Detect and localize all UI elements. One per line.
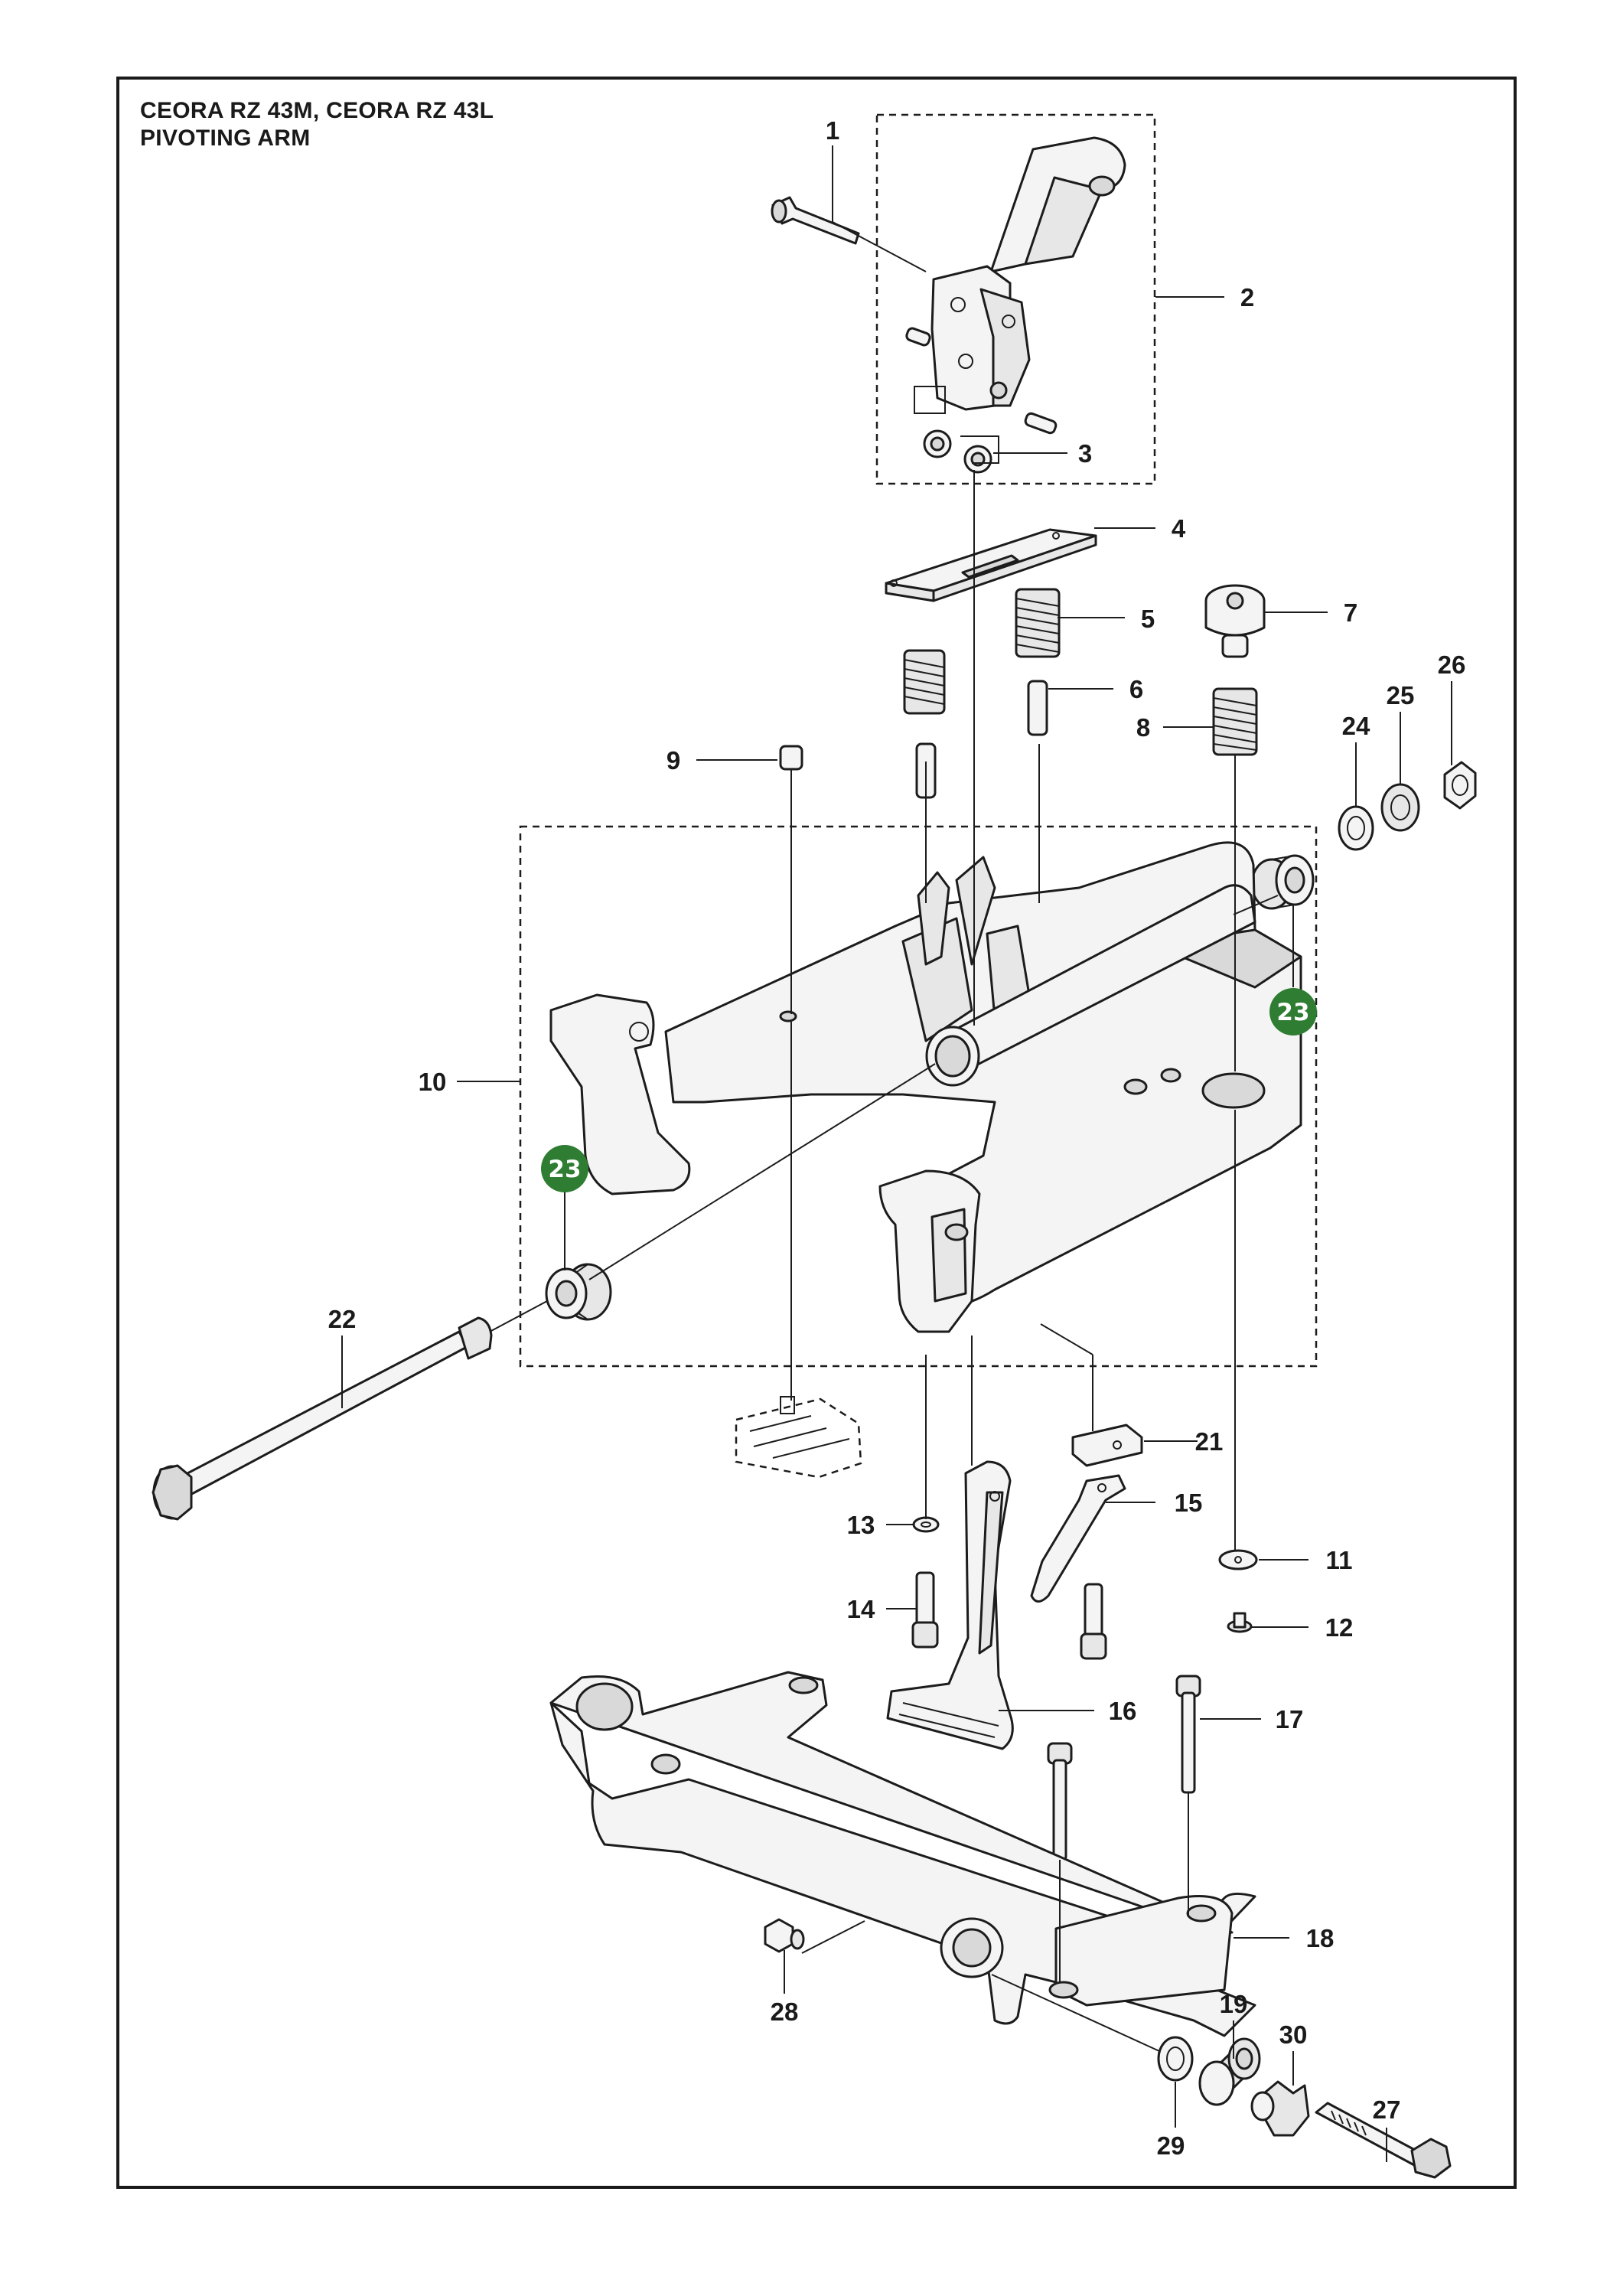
washer-part-11 <box>1218 1549 1258 1570</box>
bushings-part-3 <box>923 429 999 474</box>
bushing-part-23-right <box>1250 854 1315 910</box>
set-screw-part-9 <box>779 745 803 771</box>
callout-10: 10 <box>419 1068 447 1096</box>
diagram-frame <box>116 77 1517 2189</box>
callout-19: 19 <box>1220 1990 1248 2018</box>
bolt-part-17 <box>1175 1675 1201 1794</box>
badge-23-left: 23 <box>541 1145 588 1192</box>
callout-12: 12 <box>1325 1613 1354 1642</box>
callout-9: 9 <box>666 746 680 775</box>
washer-part-24 <box>1338 805 1374 851</box>
diagram-title-models: CEORA RZ 43M, CEORA RZ 43L <box>140 98 494 123</box>
pin-part-6 <box>1027 680 1048 736</box>
callout-5: 5 <box>1141 605 1155 633</box>
screw-part-14 <box>911 1571 939 1649</box>
handle-assembly-group-box <box>875 113 1156 485</box>
screw-part-14-right <box>1080 1583 1107 1660</box>
callout-18: 18 <box>1306 1924 1335 1952</box>
spring-washer-part-25 <box>1380 783 1420 832</box>
badge-23-left-label: 23 <box>548 1156 581 1183</box>
callout-30: 30 <box>1279 2020 1308 2049</box>
callout-7: 7 <box>1344 598 1357 627</box>
callout-8: 8 <box>1136 713 1150 742</box>
callout-2: 2 <box>1240 283 1254 311</box>
callout-21: 21 <box>1195 1427 1224 1456</box>
spring-part-8 <box>1212 687 1258 756</box>
spacer-part-30 <box>1250 2080 1310 2137</box>
callout-6: 6 <box>1129 675 1143 703</box>
callout-labels: 1 2 3 4 5 6 7 8 9 10 11 12 13 14 15 16 1… <box>328 116 1466 2160</box>
callout-26: 26 <box>1438 651 1466 679</box>
spring-part-5 <box>1015 588 1061 658</box>
callout-4: 4 <box>1172 514 1186 543</box>
callout-14: 14 <box>847 1595 875 1623</box>
bushing-part-23-left <box>545 1263 612 1321</box>
badge-23-right: 23 <box>1269 988 1317 1035</box>
callout-13: 13 <box>847 1511 875 1539</box>
callout-25: 25 <box>1387 681 1415 709</box>
lever-part-15 <box>1030 1474 1126 1603</box>
nut-part-26 <box>1443 761 1477 810</box>
callout-24: 24 <box>1342 712 1370 740</box>
plate-part-4 <box>885 528 1097 602</box>
screw-part-1 <box>771 196 860 245</box>
pivot-arm-assembly-group-box <box>519 825 1318 1368</box>
callout-1: 1 <box>826 116 839 145</box>
springs <box>903 588 1258 756</box>
pivot-shaft-part-22 <box>152 1316 493 1521</box>
callout-28: 28 <box>771 1998 799 2026</box>
badge-23-right-label: 23 <box>1276 999 1309 1026</box>
callout-22: 22 <box>328 1305 357 1333</box>
callout-27: 27 <box>1373 2095 1401 2124</box>
bushing-part-19 <box>1198 2037 1261 2106</box>
spring-left <box>903 649 946 715</box>
bracket-part-21 <box>1071 1424 1143 1467</box>
callout-29: 29 <box>1157 2131 1185 2160</box>
washer-part-29 <box>1157 2036 1194 2082</box>
latch-handle-part <box>905 136 1126 435</box>
lower-arm-part-18 <box>549 1671 1256 2037</box>
diagram-title-assembly: PIVOTING ARM <box>140 126 311 151</box>
screw-part-12 <box>1227 1612 1253 1633</box>
bolt-lower <box>1047 1742 1073 1861</box>
knob-part-7 <box>1204 584 1266 658</box>
callout-11: 11 <box>1326 1546 1353 1574</box>
pivoting-arm-part-10 <box>549 841 1302 1333</box>
nut-part-28 <box>764 1918 805 1953</box>
callout-15: 15 <box>1175 1489 1203 1517</box>
leader-lines <box>341 145 1452 2162</box>
callout-16: 16 <box>1109 1697 1137 1725</box>
bolt-part-27 <box>1315 2102 1452 2179</box>
callout-3: 3 <box>1078 439 1092 468</box>
sensor-assembly <box>735 1396 862 1479</box>
washer-part-13 <box>912 1516 940 1533</box>
callout-17: 17 <box>1276 1705 1304 1733</box>
pedal-lever-part-16 <box>886 1460 1014 1750</box>
